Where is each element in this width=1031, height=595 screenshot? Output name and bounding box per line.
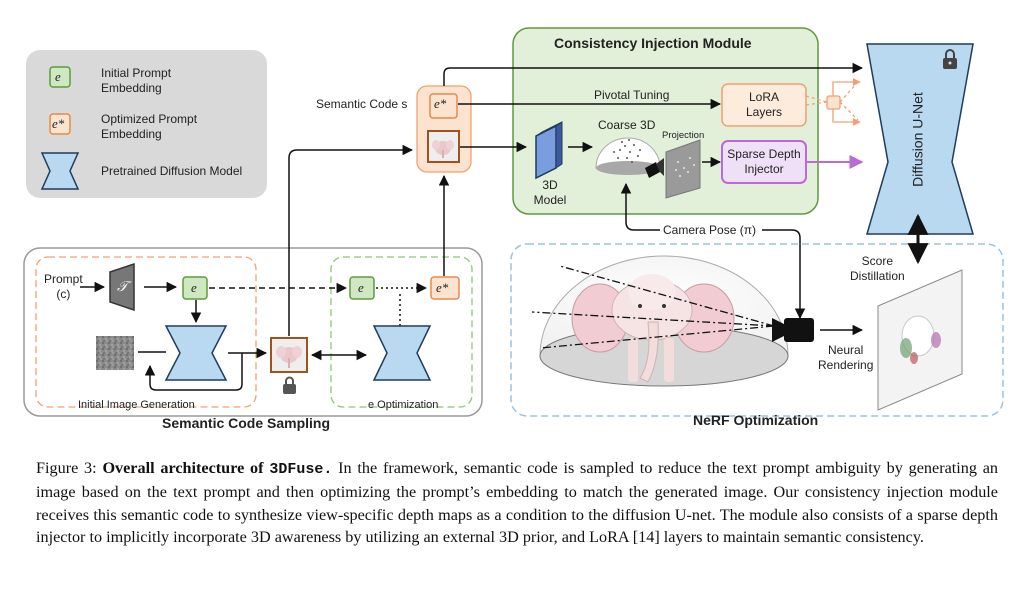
scs-e-opt-start	[349, 276, 375, 300]
render-camera-icon	[772, 318, 814, 342]
legend-pretrained-label: Pretrained Diffusion Model	[101, 164, 243, 178]
scs-box	[23, 247, 483, 417]
coarse-3d-points	[613, 139, 641, 163]
legend-diffusion-model-icon	[40, 152, 80, 190]
image-to-code-arrow	[288, 144, 414, 336]
code-to-unet-arrow	[443, 62, 864, 86]
legend-initial-embedding-label: Initial Prompt Embedding	[101, 66, 172, 95]
text-encoder-icon	[109, 262, 135, 312]
scs-e-initial	[182, 276, 208, 300]
caption-bold-lead: Overall architecture of	[102, 459, 270, 477]
lora-adapter-icon	[826, 95, 841, 110]
scs-e-star-label: e*	[436, 280, 449, 295]
legend-box	[26, 50, 267, 198]
camera-pose-to-camera-arrow	[762, 229, 806, 320]
sparse-depth-injector-label: Sparse Depth Injector	[727, 147, 801, 176]
legend-optimized-embedding-icon	[49, 113, 71, 135]
denoise-loop-arrow	[144, 353, 243, 391]
lora-out-arrow-bottom	[832, 109, 861, 126]
coarse-3d-dome	[595, 137, 661, 169]
initial-image-generation-region	[35, 256, 257, 408]
prompt-label: Prompt (c)	[44, 272, 83, 301]
scs-e-label: e	[191, 280, 197, 295]
elephant-thumbnail-icon	[432, 140, 454, 158]
caption-body: In the framework, semantic code is sampl…	[36, 459, 999, 547]
legend-initial-embedding-icon	[49, 66, 71, 88]
nerf-title: NeRF Optimization	[693, 412, 819, 428]
image-lock-icon	[283, 376, 296, 394]
camera-pose-label: Camera Pose (π)	[663, 223, 756, 237]
noise-image	[96, 336, 134, 370]
figure-caption: Figure 3: Overall architecture of 3DFuse…	[36, 457, 998, 549]
coarse-3d-floor	[596, 161, 660, 175]
e-optimization-label: e Optimization	[368, 399, 439, 411]
scs-diffusion-unet	[164, 325, 228, 381]
caption-method-name: 3DFuse.	[269, 461, 333, 478]
coarse-3d-label: Coarse 3D	[598, 118, 656, 132]
score-distillation-label: Score Distillation	[850, 254, 905, 283]
3d-model-icon-side	[555, 121, 563, 169]
lora-dash-line-3	[839, 81, 859, 103]
pivotal-tuning-label: Pivotal Tuning	[594, 88, 670, 102]
scs-e-opt-label: e	[358, 280, 364, 295]
initial-image-generation-label: Initial Image Generation	[78, 399, 195, 411]
projection-plane	[665, 139, 701, 199]
generated-elephant-icon	[276, 346, 302, 368]
legend-e-symbol: e	[55, 69, 61, 84]
rendered-elephant	[900, 315, 941, 364]
projection-camera-icon	[645, 158, 664, 178]
tau-label: 𝒯	[117, 280, 128, 295]
semantic-code-e-star	[429, 93, 458, 119]
diffusion-unet	[866, 43, 974, 235]
lora-dash-line-2	[805, 95, 828, 103]
scs-title: Semantic Code Sampling	[162, 415, 331, 431]
opt-diffusion-unet	[372, 325, 432, 381]
legend-e-star-symbol: e*	[52, 116, 65, 131]
semantic-code-label: Semantic Code s	[316, 97, 408, 111]
diffusion-unet-label: Diffusion U-Net	[909, 92, 926, 187]
caption-prefix: Figure 3:	[36, 459, 103, 477]
lora-dash-line-4	[839, 101, 859, 121]
elephant-render	[571, 274, 735, 383]
projection-points	[675, 157, 695, 177]
semantic-code-e-star-label: e*	[434, 96, 447, 111]
nerf-box	[510, 243, 1004, 417]
scs-e-star	[430, 276, 460, 300]
legend-optimized-embedding-label: Optimized Prompt Embedding	[101, 112, 198, 141]
lora-layers-label: LoRA Layers	[745, 90, 783, 119]
camera-rays	[531, 265, 775, 349]
3d-model-label: 3D Model	[533, 178, 567, 207]
e-optimization-region	[330, 256, 473, 408]
lora-out-arrow-top	[832, 78, 861, 96]
cim-title: Consistency Injection Module	[554, 35, 752, 51]
camera-pose-to-coarse-arrow	[620, 182, 660, 231]
lock-icon	[943, 49, 957, 69]
architecture-figure	[23, 27, 1004, 417]
projection-label: Projection	[662, 130, 705, 141]
neural-rendering-label: Neural Rendering	[818, 343, 874, 372]
